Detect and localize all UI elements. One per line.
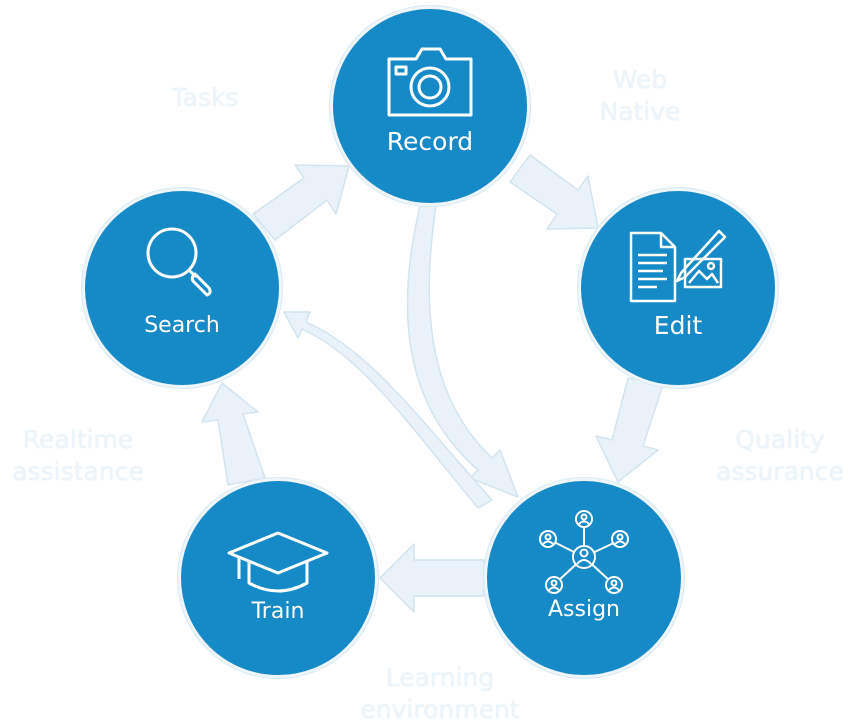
node-train[interactable]: Train bbox=[178, 478, 378, 678]
magnifier-icon bbox=[146, 227, 212, 297]
node-label: Edit bbox=[653, 311, 703, 340]
node-label: Search bbox=[144, 313, 220, 338]
arrow-edit-to-assign bbox=[595, 377, 664, 483]
edge-label-quality-assurance: Quality assurance bbox=[716, 425, 844, 486]
edge-label-realtime-assistance: Realtime assistance bbox=[12, 425, 144, 486]
arrow-search-to-record bbox=[252, 164, 350, 241]
graduation-cap-icon bbox=[227, 531, 329, 593]
node-label: Train bbox=[251, 599, 305, 624]
node-assign[interactable]: Assign bbox=[484, 478, 684, 678]
edge-label-web-native: Web Native bbox=[599, 65, 681, 126]
network-people-icon bbox=[539, 510, 629, 594]
node-label: Assign bbox=[548, 597, 620, 622]
arrow-train-to-search bbox=[201, 382, 266, 486]
document-pen-icon bbox=[629, 229, 727, 303]
node-search[interactable]: Search bbox=[82, 188, 282, 388]
camera-icon bbox=[387, 47, 473, 117]
edge-label-tasks: Tasks bbox=[171, 83, 239, 112]
arrow-assign-to-train bbox=[379, 543, 485, 613]
arrow-record-to-assign bbox=[406, 205, 519, 498]
node-edit[interactable]: Edit bbox=[578, 188, 778, 388]
edge-label-learning-environment: Learning environment bbox=[360, 663, 520, 724]
node-label: Record bbox=[386, 127, 474, 156]
arrow-record-to-edit bbox=[509, 154, 599, 230]
arrow-assign-to-search bbox=[283, 311, 493, 509]
node-record[interactable]: Record bbox=[330, 6, 530, 206]
